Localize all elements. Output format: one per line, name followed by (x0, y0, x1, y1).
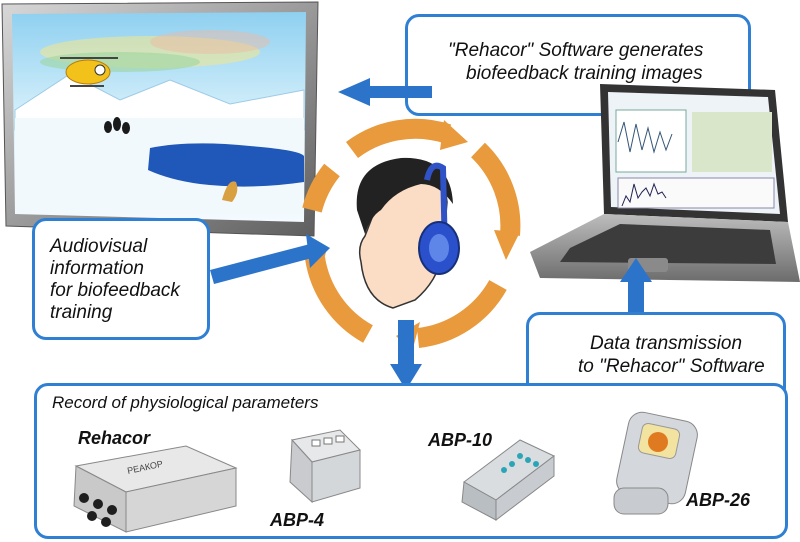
user-head (335, 150, 465, 315)
audiovisual-text-line-2: information (50, 258, 144, 279)
audiovisual-text-line-3: for biofeedback (50, 280, 180, 301)
software-text-line-2: biofeedback training images (466, 63, 703, 84)
device-label-abp-10: ABP-10 (428, 430, 493, 450)
device-abp-10 (461, 439, 555, 522)
device-rehacor: РЕАКОР (73, 445, 238, 533)
audiovisual-box (32, 218, 210, 340)
audiovisual-text-line-1: Audiovisual (50, 236, 148, 257)
software-text-line-1: "Rehacor" Software generates (448, 40, 704, 61)
device-label-abp-26: ABP-26 (686, 490, 751, 510)
transmission-text-line-1: Data transmission (590, 333, 743, 354)
device-label-rehacor: Rehacor (78, 428, 151, 448)
audiovisual-text-line-4: training (50, 302, 113, 323)
record-title: Record of physiological parameters (52, 393, 319, 412)
device-label-abp-4: ABP-4 (270, 510, 325, 530)
transmission-text-line-2: to "Rehacor" Software (578, 356, 765, 377)
device-abp-26 (613, 411, 698, 515)
device-abp-4 (289, 429, 361, 504)
monitor-graphic (1, 1, 319, 237)
head-graphic (356, 157, 460, 309)
laptop-graphic (530, 84, 800, 282)
monitor (0, 0, 319, 237)
laptop (530, 82, 800, 292)
